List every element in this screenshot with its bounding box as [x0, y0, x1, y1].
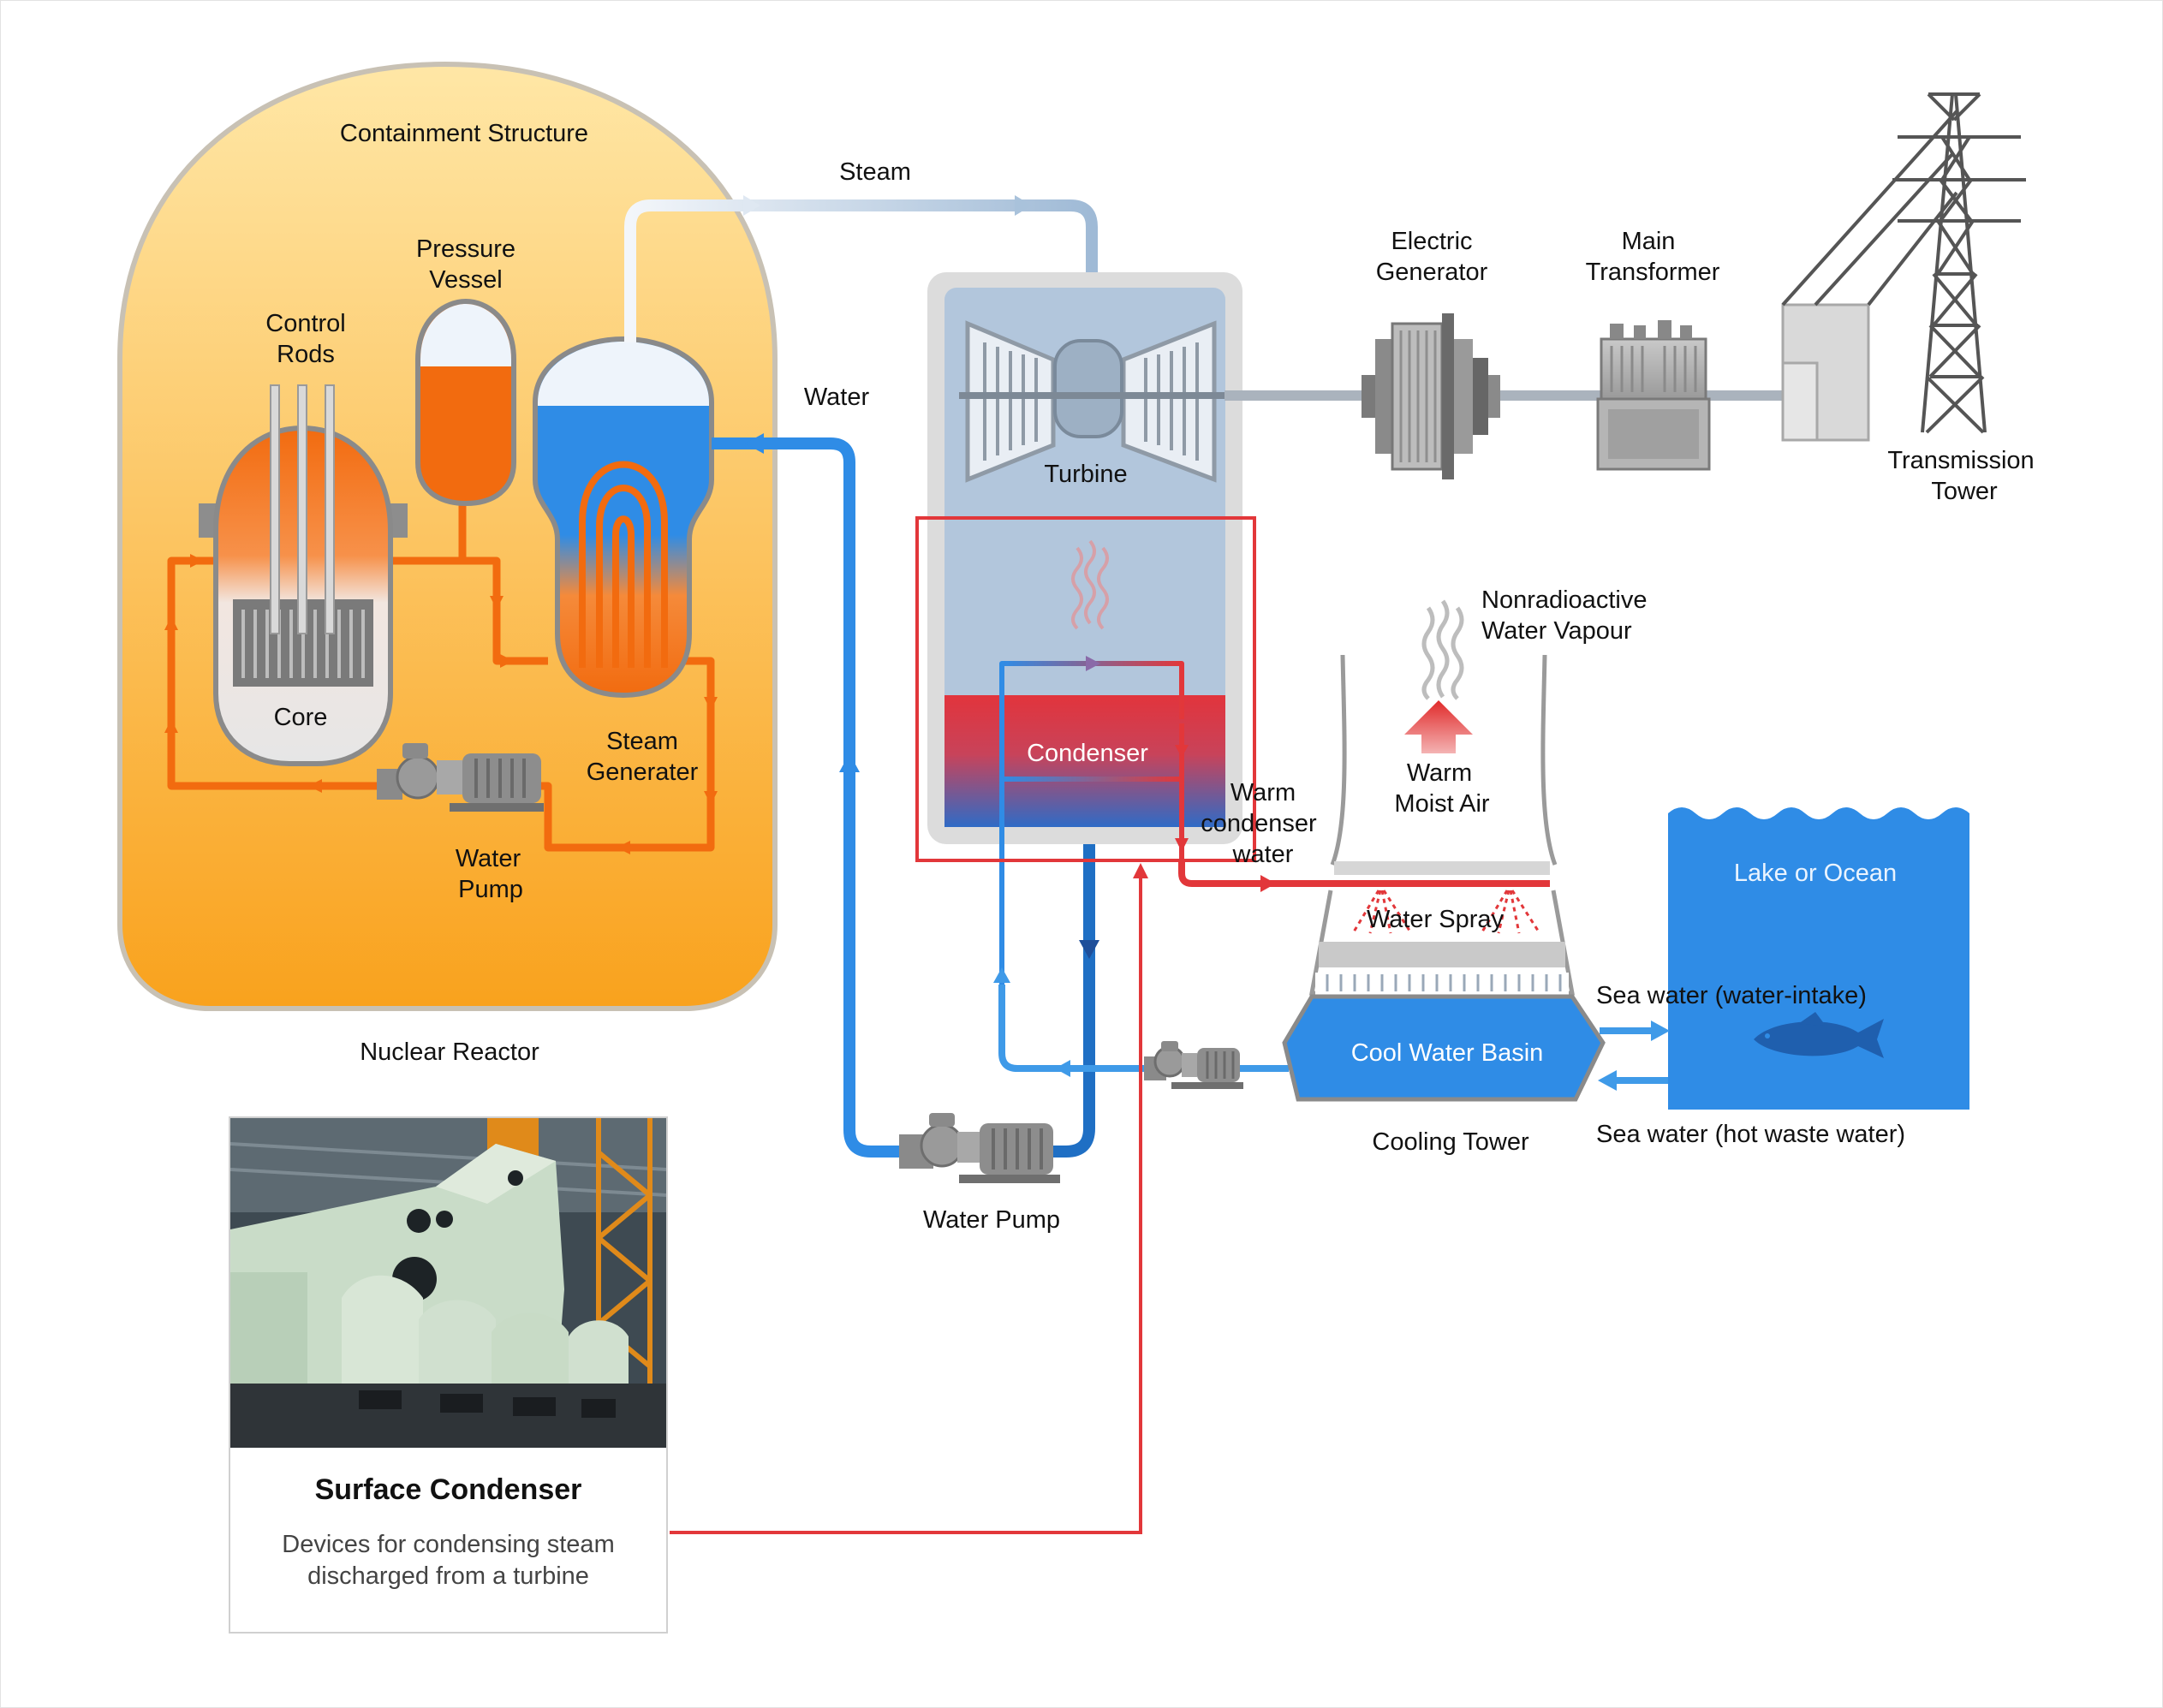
- pressure-vessel-label-2: Vessel: [429, 266, 502, 294]
- warm-water-arrows: [1175, 838, 1276, 892]
- water-spray-label: Water Spray: [1367, 906, 1505, 933]
- coil-arrows: [1086, 656, 1189, 758]
- sea-water-hot-label: Sea water (hot waste water): [1596, 1121, 1905, 1148]
- feedwater-loop: [712, 437, 908, 1158]
- feedwater-arrows: [745, 433, 860, 772]
- water-label: Water: [804, 384, 870, 411]
- card-description: Devices for condensing steam discharged …: [282, 1531, 615, 1590]
- steam-generator: [533, 336, 714, 699]
- steam-generator-label-2: Generater: [587, 759, 699, 786]
- surface-condenser-card: Surface Condenser Devices for condensing…: [229, 1116, 668, 1634]
- vapour-icon: [1421, 599, 1464, 700]
- nuclear-reactor-label: Nuclear Reactor: [360, 1038, 539, 1066]
- pressure-vessel-label-1: Pressure: [416, 235, 515, 263]
- heat-rising-icon: [1071, 539, 1109, 630]
- reactor-water-pump: [377, 743, 544, 812]
- transmission-tower-label-2: Tower: [1931, 478, 1998, 505]
- control-rods-label-1: Control: [265, 310, 346, 337]
- steam-generator-label-1: Steam: [606, 728, 678, 755]
- turbine: [959, 320, 1225, 483]
- reactor-core-vessel: [199, 384, 408, 766]
- reactor-pump-label-1: Water: [456, 845, 521, 872]
- main-transformer-label-2: Transformer: [1586, 259, 1720, 286]
- pressure-vessel: [415, 298, 516, 507]
- main-transformer: [1596, 320, 1711, 471]
- condensate-arrow: [1079, 940, 1099, 959]
- surface-condenser-highlight: [915, 516, 1256, 862]
- transmission-tower: [1781, 92, 2026, 434]
- cooling-tower: [1282, 654, 1606, 1102]
- main-water-pump-label: Water Pump: [923, 1206, 1060, 1234]
- sea-water-pipes: [1600, 1027, 1668, 1084]
- reactor-pump-label-2: Pump: [458, 876, 523, 903]
- warm-water-pipe: [1178, 860, 1550, 887]
- main-transformer-label-1: Main: [1622, 228, 1676, 255]
- lake-or-ocean: [1668, 807, 1969, 1110]
- sea-water-intake-label: Sea water (water-intake): [1596, 982, 1867, 1009]
- water-spray-icon: [1351, 890, 1541, 934]
- vapour-label-2: Water Vapour: [1481, 617, 1632, 645]
- turbine-label: Turbine: [1044, 461, 1127, 488]
- warm-condenser-label-2: condenser: [1201, 810, 1317, 837]
- fuel-rod-grid: [241, 610, 365, 678]
- electric-generator: [1362, 313, 1500, 479]
- containment-structure: [117, 61, 778, 1011]
- condenser-label: Condenser: [1027, 740, 1148, 767]
- cooling-tower-label: Cooling Tower: [1372, 1128, 1529, 1156]
- cooling-water-arrows: [993, 967, 1070, 1077]
- switchyard-box: [1781, 303, 1870, 442]
- vapour-label-1: Nonradioactive: [1481, 586, 1647, 614]
- electric-generator-label-1: Electric: [1391, 228, 1472, 255]
- containment-structure-label: Containment Structure: [340, 120, 588, 147]
- cooling-water-return: [998, 985, 1289, 1072]
- warm-air-arrow-icon: [1404, 700, 1473, 753]
- card-title: Surface Condenser: [314, 1473, 582, 1506]
- core-label: Core: [274, 704, 328, 731]
- control-rods-label-2: Rods: [277, 341, 335, 368]
- transmission-tower-label-1: Transmission: [1887, 447, 2034, 474]
- warm-air-label-2: Moist Air: [1394, 790, 1490, 818]
- condensate-pipe: [1049, 822, 1095, 1158]
- warm-condenser-label-1: Warm: [1230, 779, 1296, 806]
- steam-label: Steam: [839, 158, 911, 186]
- callout-line: [670, 863, 1148, 1534]
- control-rods: [270, 384, 335, 634]
- lake-or-ocean-label: Lake or Ocean: [1734, 860, 1897, 887]
- surface-condenser-photo: [230, 1118, 666, 1448]
- electric-generator-label-2: Generator: [1376, 259, 1488, 286]
- fish-icon: [1754, 1012, 1884, 1058]
- cool-water-basin-label: Cool Water Basin: [1351, 1039, 1544, 1067]
- primary-loop-arrows: [164, 554, 718, 854]
- steam-pipe: [624, 195, 1098, 342]
- main-water-pump: [899, 1113, 1060, 1183]
- warm-air-label-1: Warm: [1407, 759, 1472, 787]
- cooling-water-pump: [1144, 1041, 1243, 1089]
- warm-condenser-label-3: water: [1232, 841, 1294, 868]
- sea-water-arrows: [1598, 1021, 1670, 1091]
